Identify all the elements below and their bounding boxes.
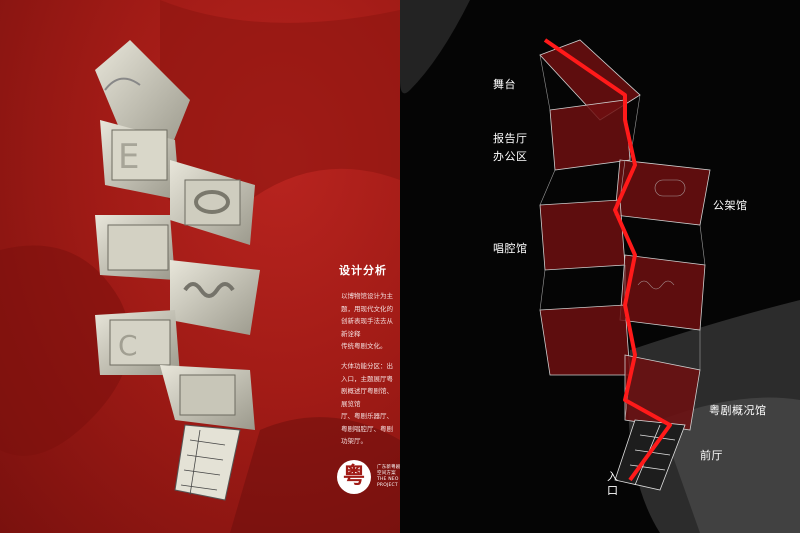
- description-line: 功架厅。: [341, 437, 367, 445]
- logo-line: PROJECT: [377, 483, 398, 488]
- model-module-4: [95, 215, 175, 280]
- label-lobby: 前厅: [700, 449, 723, 462]
- function-zones-description: 大体功能分区：出 入口，主题展厅粤 剧概述厅粤剧馆、 展览馆 厅、粤剧乐器厅、 …: [341, 360, 400, 448]
- design-analysis-heading: 设计分析: [339, 264, 387, 277]
- visitor-route-line: [543, 38, 672, 482]
- logo-line: 空间方案: [377, 471, 396, 476]
- description-line: 大体功能分区：出: [341, 362, 393, 370]
- description-line: 粤剧唱腔厅、粤剧: [341, 424, 393, 433]
- svg-text:C: C: [118, 329, 138, 362]
- ink-wash-right: [400, 0, 800, 533]
- label-stage: 舞台: [493, 78, 516, 91]
- description-line: 新诠释: [341, 329, 361, 338]
- description-line: 剧概述厅粤剧馆、: [341, 387, 393, 395]
- label-office: 办公区: [493, 150, 528, 163]
- logo-line: THE NEO OPERA MUSEUM OF GD: [377, 477, 400, 482]
- wireframe-plan: [539, 38, 711, 491]
- description-line: 题，用现代文化的: [341, 304, 393, 313]
- description-line: 入口，主题展厅粤: [341, 374, 393, 383]
- logo-caption: 广东新粤剧博物馆 空间方案 THE NEO OPERA MUSEUM OF GD…: [377, 465, 400, 489]
- label-overview-hall: 粤剧概况馆: [709, 404, 767, 417]
- right-panel: 舞台 报告厅 办公区 公架馆 唱腔馆 粤剧概况馆 前厅 入 口: [400, 0, 800, 533]
- yue-logo-icon: 粤: [337, 460, 371, 494]
- model-module-7: [160, 365, 255, 430]
- museum-3d-model: E C: [95, 40, 260, 501]
- design-description: 以博物馆设计为主 题，用现代文化的 创新表现手法去从 新诠释 传统粤剧文化。: [341, 290, 400, 353]
- entrance-char: 口: [607, 484, 619, 497]
- entrance-char: 入: [607, 470, 619, 483]
- model-module-2: E: [100, 120, 180, 200]
- left-panel: E C: [0, 0, 400, 533]
- label-entrance: 入 口: [607, 470, 619, 498]
- logo-line: 广东新粤剧博物馆: [377, 465, 400, 470]
- room-5: [539, 304, 631, 376]
- room-gongjia: [614, 159, 711, 226]
- description-line: 创新表现手法去从: [341, 317, 393, 325]
- model-entrance: [174, 424, 241, 501]
- label-changqiang-hall: 唱腔馆: [493, 242, 528, 255]
- svg-text:E: E: [118, 137, 139, 177]
- model-module-6: C: [95, 310, 180, 375]
- description-line: 展览馆: [341, 399, 361, 408]
- room-hall-office: [549, 99, 631, 171]
- room-changqiang: [539, 199, 626, 271]
- label-lecture-hall: 报告厅: [493, 132, 528, 145]
- model-module-3: [170, 160, 255, 245]
- model-module-5: [170, 260, 260, 335]
- ink-wash-background: [0, 0, 400, 533]
- label-gongjia-hall: 公架馆: [713, 199, 748, 212]
- description-line: 传统粤剧文化。: [341, 342, 387, 350]
- description-line: 厅、粤剧乐器厅、: [341, 412, 393, 420]
- description-line: 以博物馆设计为主: [341, 292, 393, 300]
